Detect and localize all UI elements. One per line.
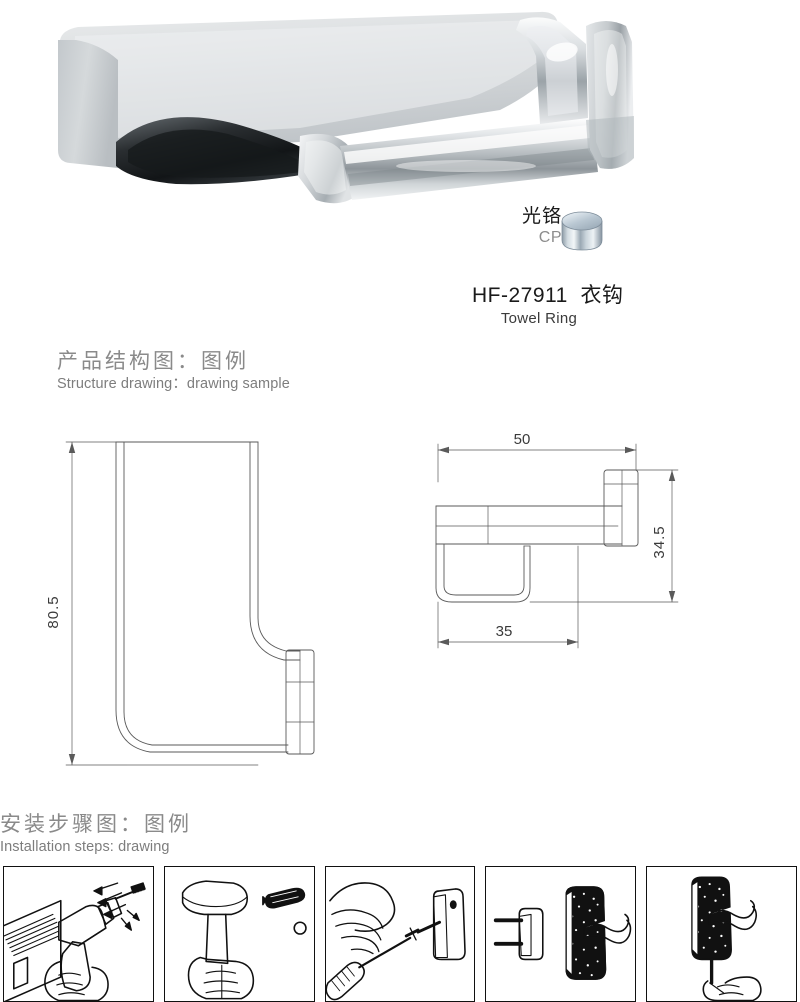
installation-heading-cn: 安装步骤图：图例 — [0, 813, 192, 836]
model-name-block: HF-27911 衣钩 Towel Ring — [430, 283, 670, 328]
plan-depth-dimension-label: 35 — [496, 623, 513, 640]
step-drill-hole — [3, 866, 154, 1002]
step-screw-baseplate — [324, 866, 476, 1002]
step-attach-hook — [485, 866, 637, 1002]
model-name-en: Towel Ring — [500, 310, 578, 327]
technical-drawings: 80.5 50 34.5 35 — [0, 420, 800, 800]
finish-swatch-block: 光铬 CP — [500, 205, 660, 260]
model-code-and-name: HF-27911 衣钩 — [472, 284, 624, 307]
structure-heading-cn: 产品结构图：图例 — [57, 350, 249, 373]
finish-label-en: CP — [538, 229, 562, 246]
structure-heading-en: Structure drawing：drawing sample — [57, 376, 290, 392]
structure-section-heading: 产品结构图：图例 Structure drawing：drawing sampl… — [57, 349, 290, 393]
plan-width-dimension-label: 50 — [514, 431, 531, 448]
finish-labels: 光铬 CP — [500, 205, 562, 247]
chrome-cylinder-swatch-icon — [558, 208, 606, 254]
installation-heading-en: Installation steps: drawing — [0, 839, 170, 855]
finish-label-cn: 光铬 — [521, 206, 562, 227]
installation-section-heading: 安装步骤图：图例 Installation steps: drawing — [0, 812, 192, 856]
plan-height-dimension-label: 34.5 — [651, 525, 668, 558]
step-tighten-setscrew — [646, 866, 797, 1002]
step-hammer-anchor — [163, 866, 315, 1002]
product-photo — [0, 0, 680, 205]
installation-steps-strip — [0, 866, 800, 1002]
side-view-dimension-label: 80.5 — [45, 595, 62, 628]
